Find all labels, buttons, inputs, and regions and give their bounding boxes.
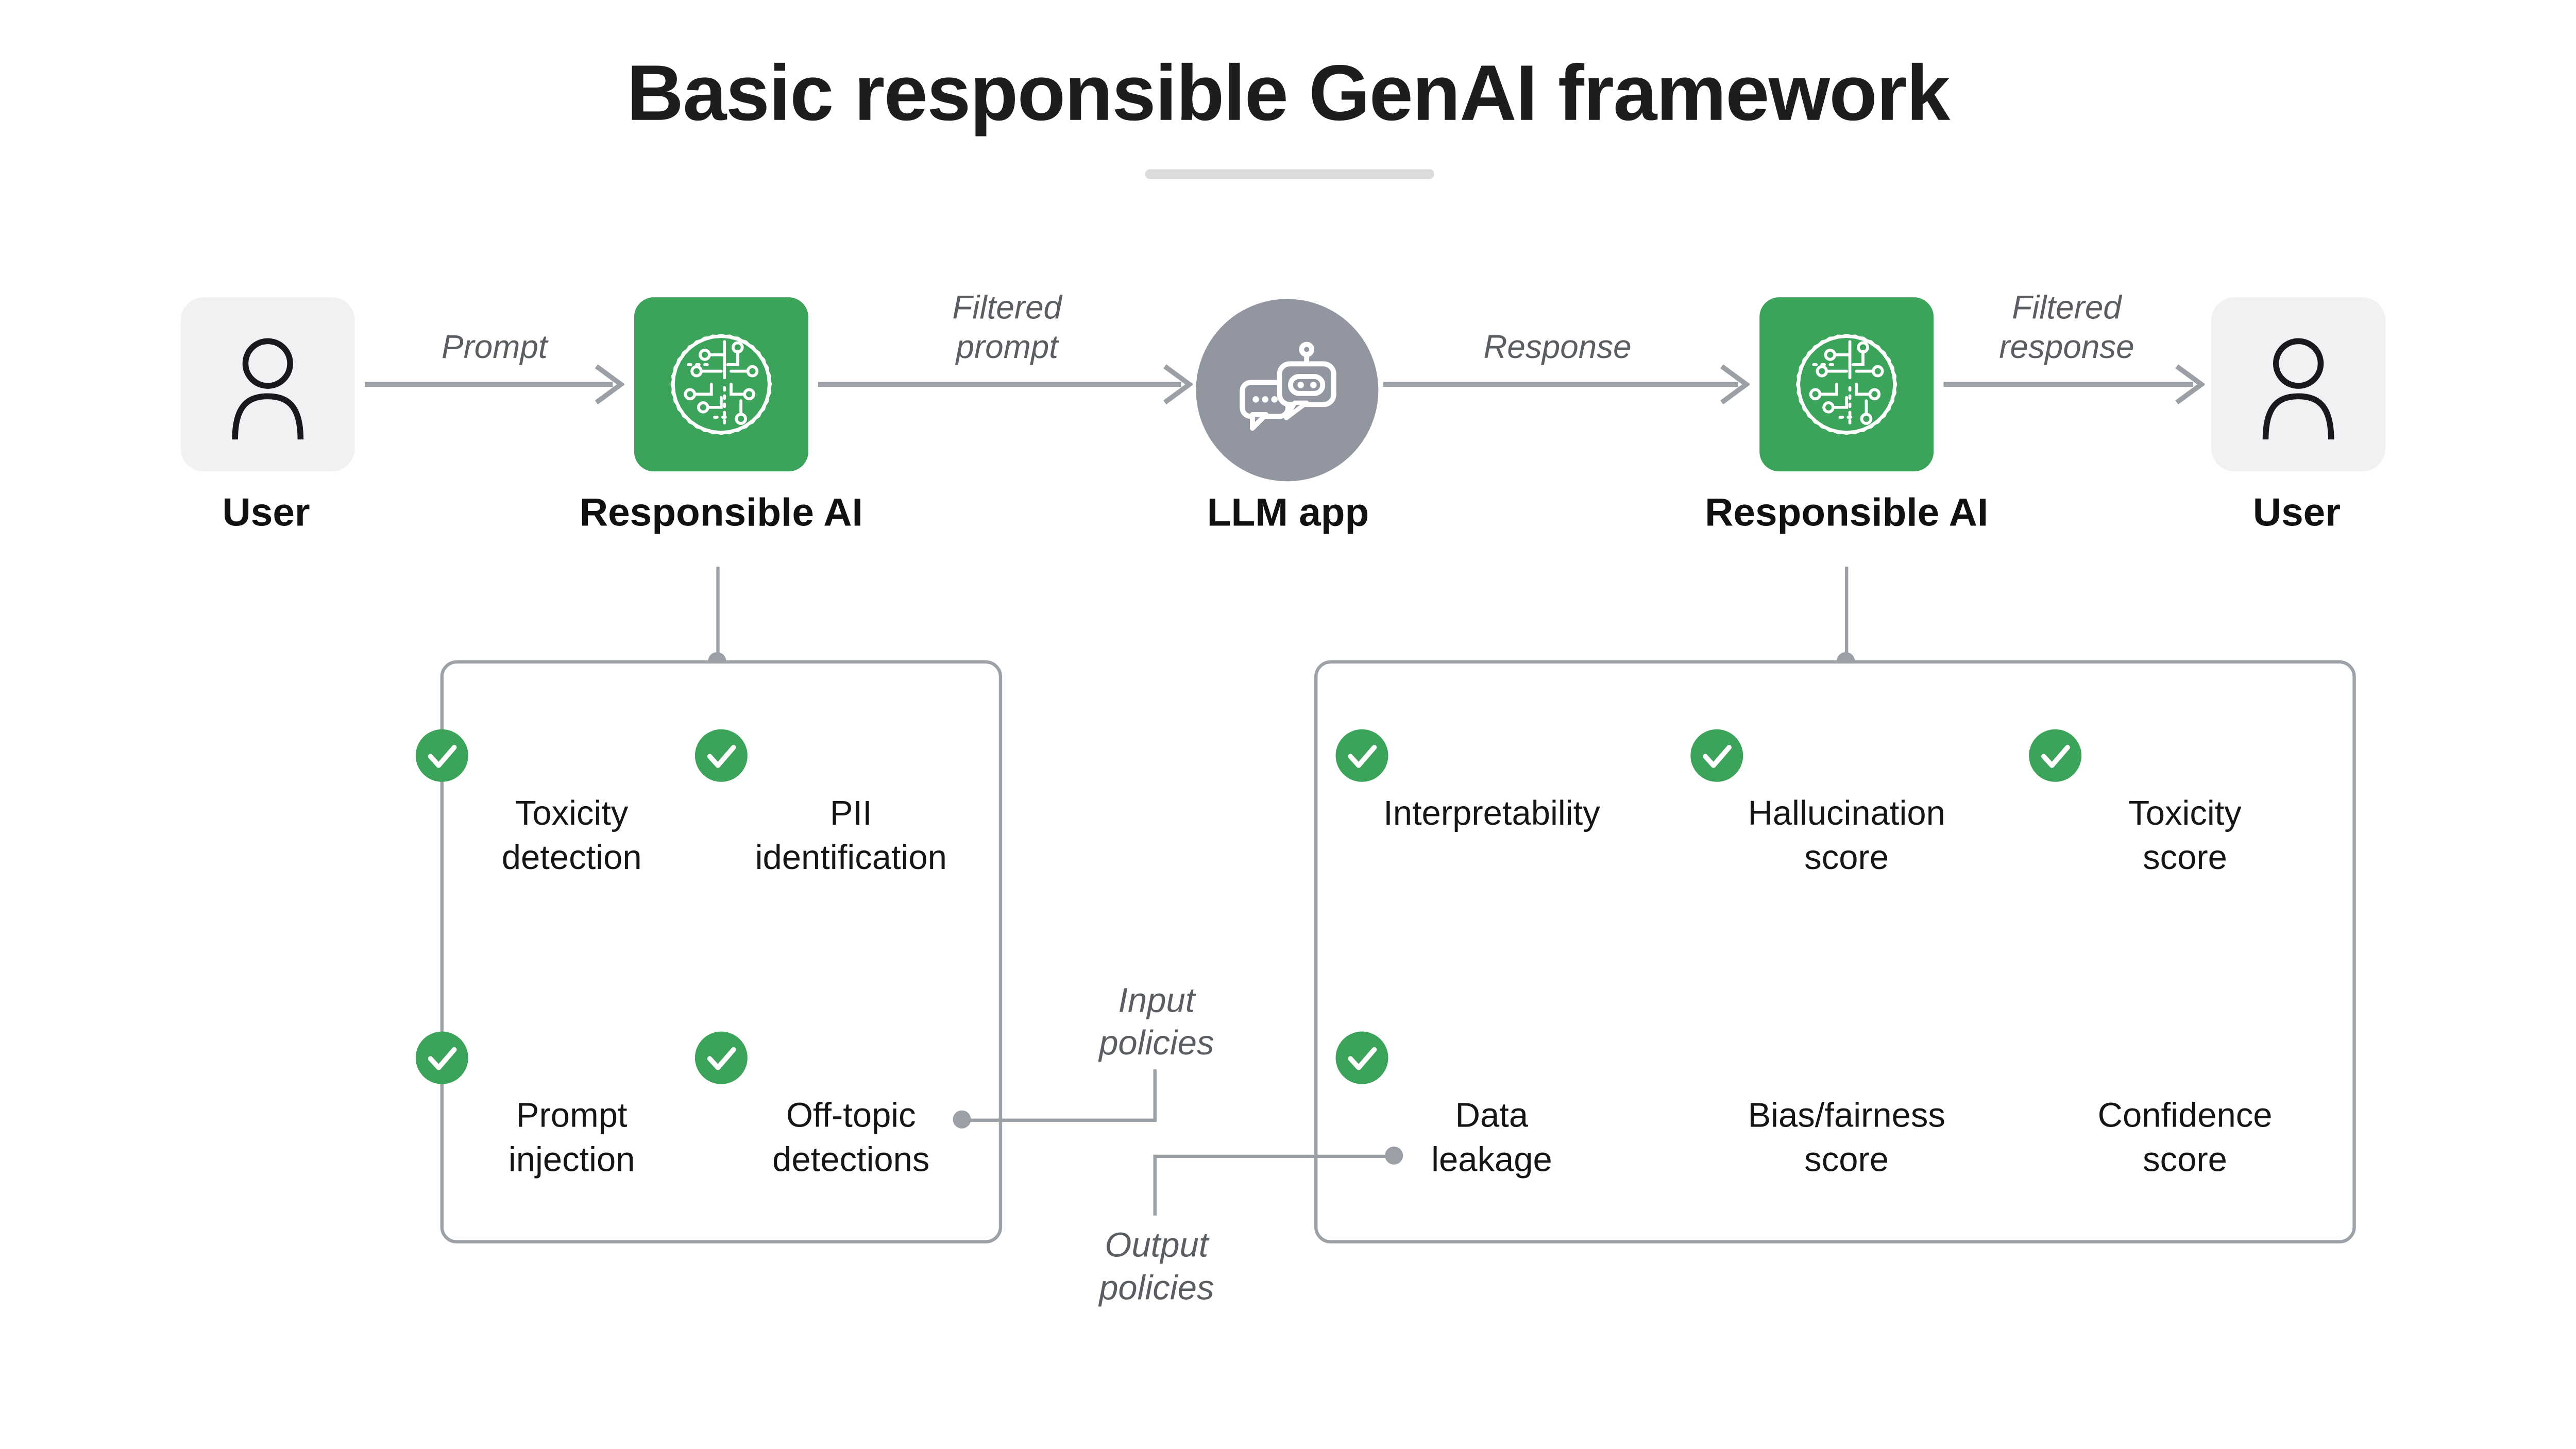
prompt-arrow-label: Prompt (442, 330, 548, 367)
responsible-ai-right-label: Responsible AI (1705, 491, 1989, 536)
check-icon (1335, 729, 1648, 782)
output-policies-label: Output policies (1099, 1227, 1214, 1308)
ai-circuit-badge-icon (1784, 322, 1909, 447)
page-title: Basic responsible GenAI framework (626, 50, 1950, 138)
filtered-response-arrow (1943, 364, 2205, 405)
filtered-prompt-arrow-label: Filtered prompt (952, 291, 1062, 367)
filtered-response-arrow-label: Filtered response (1999, 291, 2134, 367)
output-policies-connector-dot (1385, 1146, 1403, 1165)
user-right-label: User (2252, 491, 2341, 536)
check-icon (415, 729, 728, 782)
check-icon (694, 1031, 1007, 1084)
check-icon (1335, 1031, 1648, 1084)
title-divider (1145, 169, 1434, 179)
chat-bot-icon (1233, 336, 1341, 444)
person-icon (2251, 325, 2346, 444)
left-panel-connector-line (716, 567, 720, 660)
responsible-ai-node-right (1759, 297, 1934, 472)
response-arrow-label: Response (1483, 330, 1632, 367)
input-policies-connector-dot (953, 1110, 971, 1129)
filtered-prompt-arrow (818, 364, 1193, 405)
output-policies-connector-vertical (1153, 1154, 1157, 1216)
ai-circuit-badge-icon (659, 322, 784, 447)
right-panel-connector-line (1845, 567, 1849, 660)
input-policies-label: Input policies (1099, 982, 1214, 1063)
responsible-ai-node-left (634, 297, 808, 472)
prompt-arrow (364, 364, 624, 405)
output-policies-panel (1314, 660, 2356, 1243)
output-policies-connector-horizontal (1153, 1154, 1394, 1158)
response-arrow (1383, 364, 1750, 405)
input-policies-connector-horizontal (962, 1118, 1157, 1122)
person-icon (220, 325, 315, 444)
input-policies-connector-vertical (1153, 1069, 1157, 1122)
item-label: Interpretability (1383, 795, 1600, 833)
llm-app-label: LLM app (1207, 491, 1369, 536)
list-item-interpretability: Interpretability (1335, 729, 1648, 836)
check-icon (2029, 729, 2341, 782)
check-icon (694, 729, 1007, 782)
user-node-left (180, 297, 355, 472)
check-icon (415, 1031, 728, 1084)
responsible-ai-left-label: Responsible AI (579, 491, 863, 536)
user-left-label: User (222, 491, 310, 536)
llm-app-node (1196, 299, 1379, 482)
user-node-right (2211, 297, 2386, 472)
check-icon (1690, 729, 2003, 782)
